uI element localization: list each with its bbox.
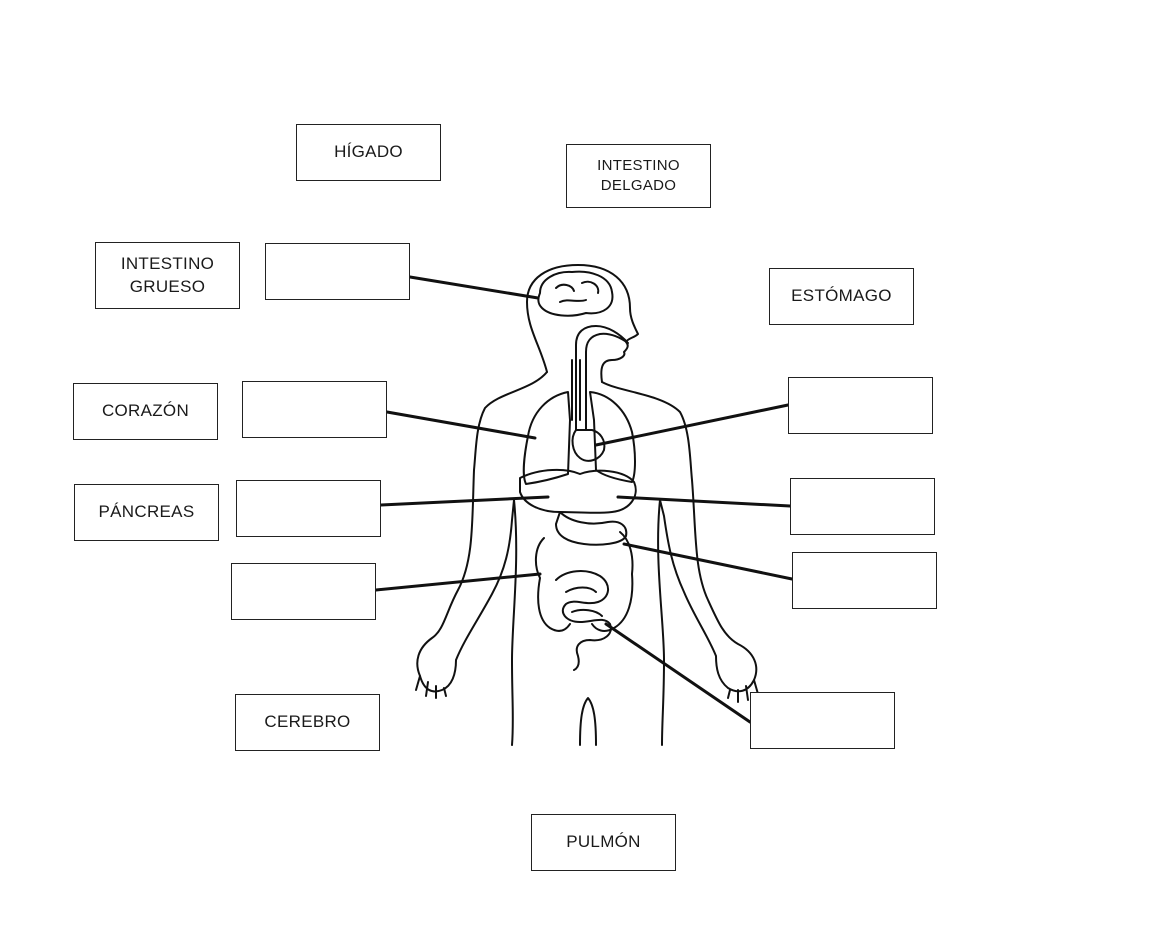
heart-shape	[571, 429, 606, 462]
answer-box-4[interactable]	[231, 563, 376, 620]
left-body-outline	[416, 371, 548, 746]
word-pulmon[interactable]: PULMÓN	[531, 814, 676, 871]
leader-line-6	[616, 495, 792, 508]
crotch-line	[579, 697, 597, 746]
word-pancreas-label: PÁNCREAS	[98, 502, 195, 522]
leader-line-5	[594, 403, 790, 447]
leader-line-2	[385, 410, 537, 440]
leader-line-4	[374, 572, 542, 592]
head-outline	[526, 264, 639, 383]
left-lung	[522, 391, 571, 485]
word-estomago-label: ESTÓMAGO	[791, 286, 892, 306]
word-intestino-delgado-line-2: DELGADO	[600, 177, 677, 194]
esophagus	[575, 325, 629, 431]
answer-box-3[interactable]	[236, 480, 381, 537]
word-cerebro-label: CEREBRO	[264, 712, 351, 732]
word-intestino-delgado[interactable]: INTESTINO DELGADO	[566, 144, 711, 208]
word-intestino-grueso-line-2: GRUESO	[129, 276, 206, 296]
word-intestino-delgado-line-1: INTESTINO	[597, 156, 680, 174]
word-pancreas[interactable]: PÁNCREAS	[74, 484, 219, 541]
answer-box-6[interactable]	[790, 478, 935, 535]
answer-box-2[interactable]	[242, 381, 387, 438]
word-intestino-grueso-line-1: INTESTINO	[120, 253, 215, 273]
word-intestino-grueso-label: INTESTINO GRUESO	[121, 253, 214, 299]
trachea	[571, 359, 581, 421]
word-cerebro[interactable]: CEREBRO	[235, 694, 380, 751]
small-intestine	[555, 570, 612, 671]
word-intestino-delgado-label: INTESTINO DELGADO	[597, 156, 680, 197]
large-intestine	[534, 531, 634, 632]
right-hand-fingers	[727, 679, 759, 703]
word-corazon[interactable]: CORAZÓN	[73, 383, 218, 440]
small-intestine-inner	[565, 586, 603, 617]
word-estomago[interactable]: ESTÓMAGO	[769, 268, 914, 325]
leader-line-8	[604, 622, 752, 724]
brain-fold	[555, 280, 600, 303]
stomach-shape	[519, 468, 637, 514]
leader-line-7	[622, 542, 794, 581]
answer-box-5[interactable]	[788, 377, 933, 434]
left-hand-fingers	[415, 675, 447, 699]
word-higado-label: HÍGADO	[334, 142, 403, 162]
leader-line-1	[408, 275, 540, 300]
word-pulmon-label: PULMÓN	[566, 832, 641, 852]
pancreas-shape	[555, 511, 628, 546]
answer-box-8[interactable]	[750, 692, 895, 749]
answer-box-1[interactable]	[265, 243, 410, 300]
answer-box-7[interactable]	[792, 552, 937, 609]
right-lung	[589, 391, 636, 483]
word-intestino-grueso[interactable]: INTESTINO GRUESO	[95, 242, 240, 309]
word-corazon-label: CORAZÓN	[101, 401, 190, 421]
brain-shape	[537, 270, 614, 317]
leader-line-3	[379, 495, 550, 507]
word-higado[interactable]: HÍGADO	[296, 124, 441, 181]
